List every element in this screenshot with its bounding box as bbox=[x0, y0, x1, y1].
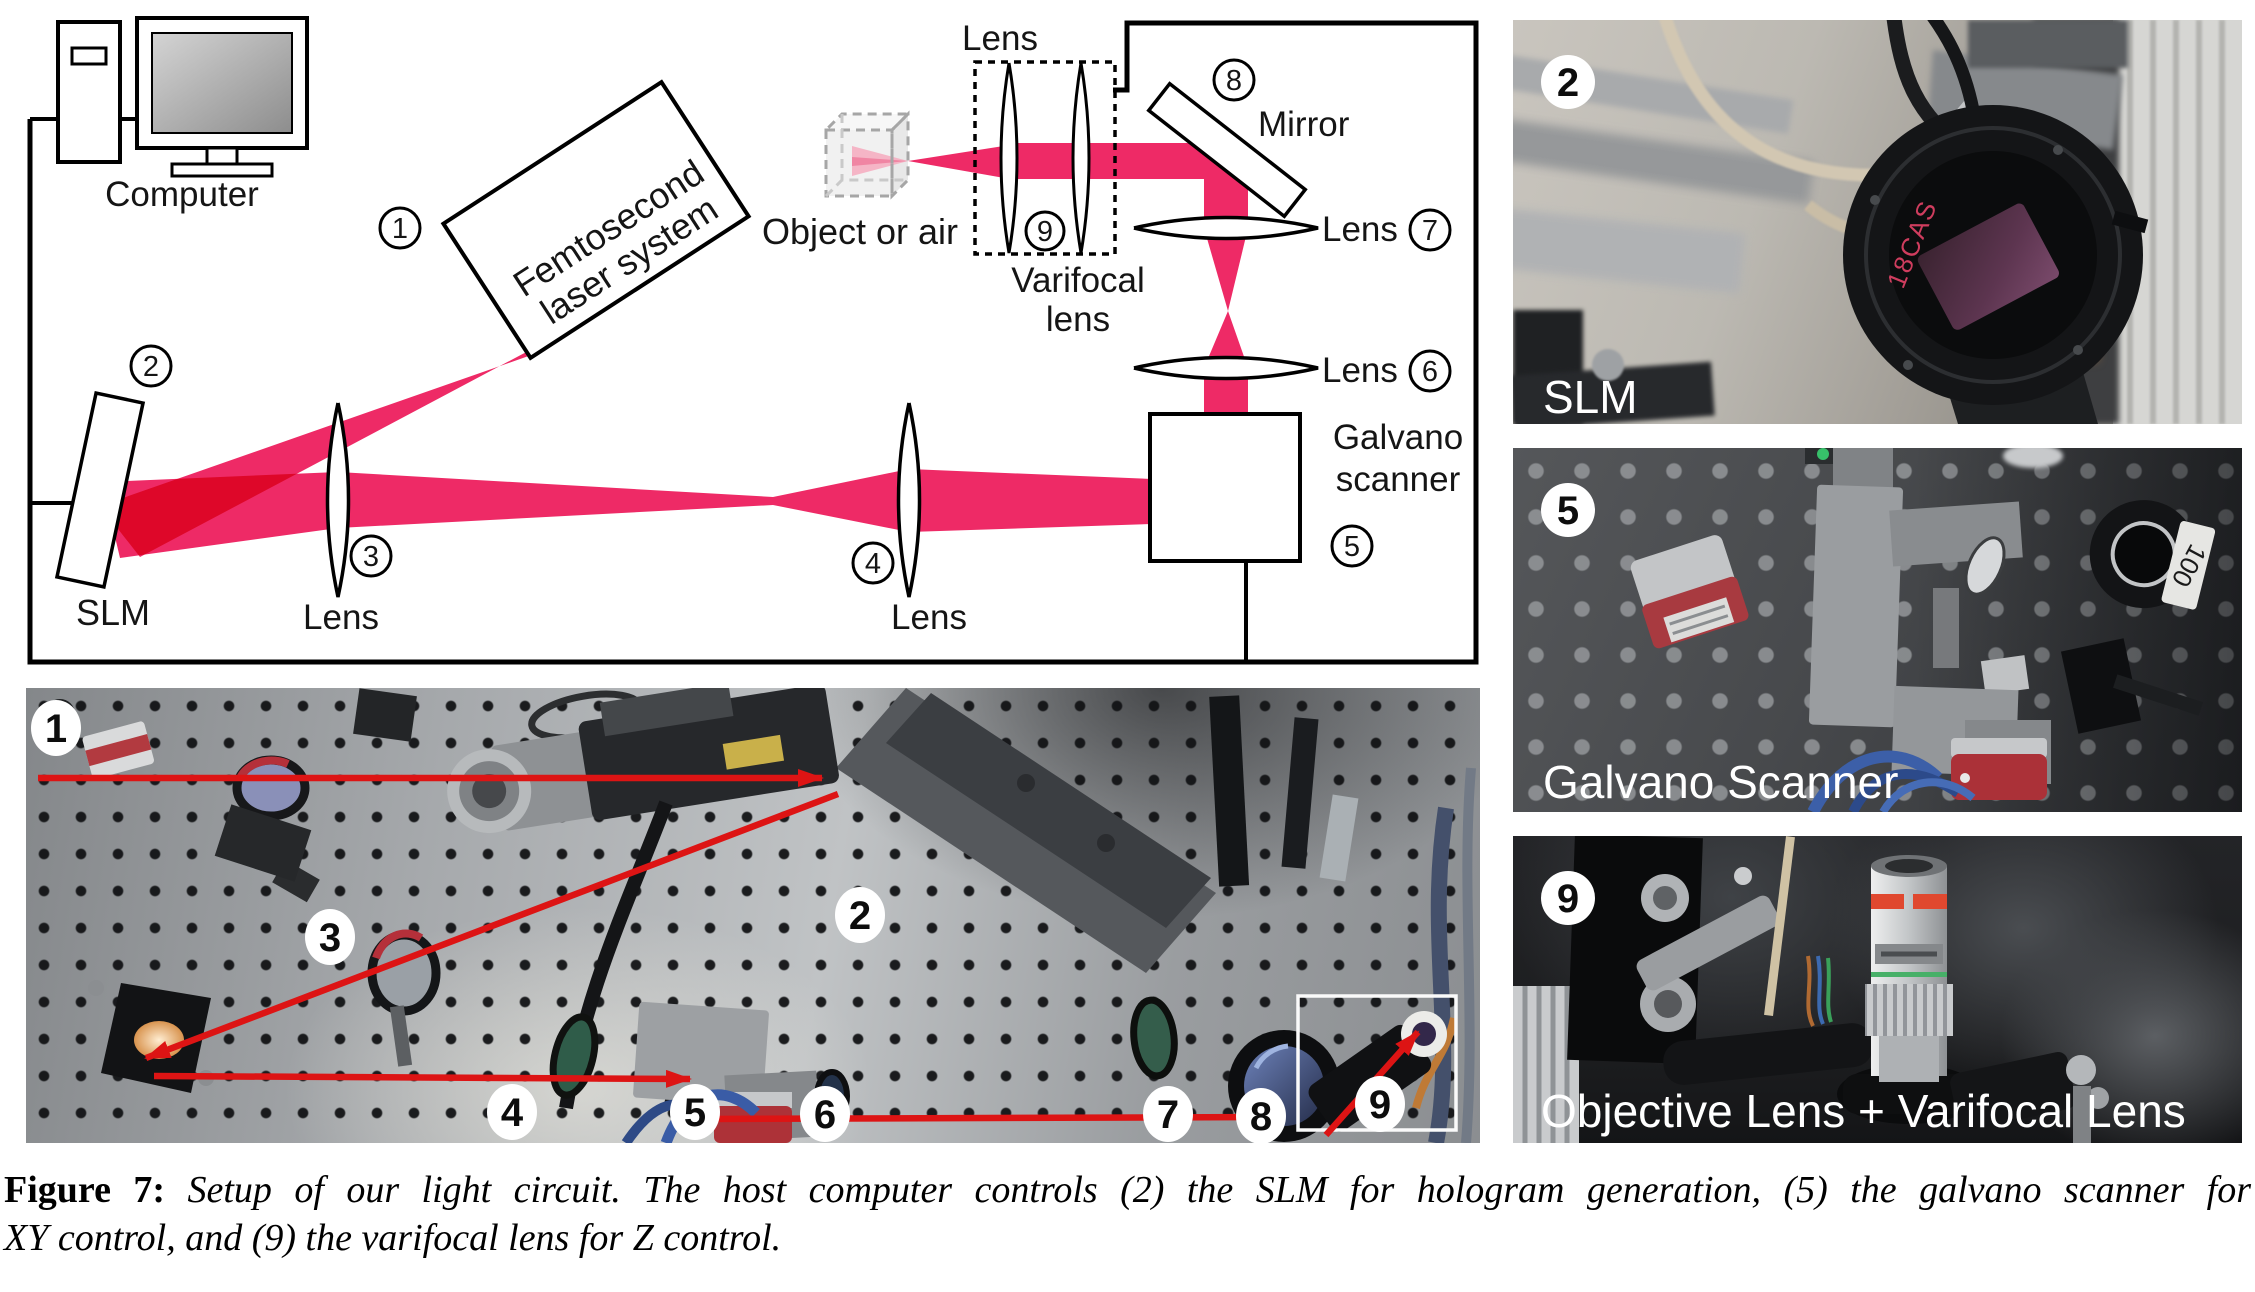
objective-photo-background bbox=[1513, 836, 1873, 1143]
lens-3 bbox=[325, 402, 351, 598]
caption-text-line1: Setup of our light circuit. The host com… bbox=[187, 1169, 2252, 1211]
table-slm-head bbox=[447, 688, 839, 834]
galvano-photo-badge-num: 5 bbox=[1557, 489, 1579, 533]
arrow-3 bbox=[153, 1069, 692, 1088]
caption-figure-label: Figure 7: bbox=[4, 1169, 166, 1211]
table-devices bbox=[45, 688, 1476, 1143]
objective-photo-label: Objective Lens + Varifocal Lens bbox=[1541, 1085, 2186, 1137]
femtosecond-laser-box: Femtosecond laser system bbox=[440, 79, 752, 361]
num-8: 8 bbox=[1226, 65, 1242, 97]
beam-slm-to-lens3 bbox=[102, 472, 338, 558]
num-1: 1 bbox=[392, 213, 408, 245]
slm-device bbox=[54, 390, 146, 590]
caption-text-line2: XY control, and (9) the varifocal lens f… bbox=[4, 1217, 782, 1259]
object-cube bbox=[822, 110, 1010, 200]
table-badge-9: 9 bbox=[1369, 1083, 1391, 1127]
mirror-device bbox=[1146, 81, 1308, 219]
table-badge-5: 5 bbox=[684, 1091, 706, 1135]
objective-photo-badge-num: 9 bbox=[1557, 877, 1579, 921]
computer-label: Computer bbox=[105, 175, 259, 214]
varifocal-label-line1: Varifocal bbox=[1011, 261, 1145, 300]
mirror-label: Mirror bbox=[1258, 105, 1350, 144]
objective-photo-device bbox=[1837, 855, 2109, 1143]
table-number-badges: 1 2 3 4 5 6 7 8 9 bbox=[31, 700, 1405, 1143]
galvano-scanner-box bbox=[1148, 412, 1302, 563]
lens-7 bbox=[1133, 215, 1319, 241]
lens6-label: Lens bbox=[1322, 351, 1398, 390]
beam-focus-lens7 bbox=[1204, 228, 1248, 311]
lens7-label: Lens bbox=[1322, 210, 1398, 249]
table-badge-2: 2 bbox=[849, 894, 871, 938]
num-7: 7 bbox=[1422, 215, 1438, 247]
galvano-photo: 100 5 Galvano Scanner bbox=[1513, 448, 2242, 812]
beam-varifocal-to-object bbox=[908, 145, 1010, 179]
table-badge-4: 4 bbox=[501, 1091, 524, 1135]
arrow-2 bbox=[144, 790, 840, 1062]
arrow-5 bbox=[701, 1108, 1282, 1127]
slm-photo: 18CAS 2 SLM bbox=[1513, 20, 2242, 424]
varifocal-dashed-box bbox=[973, 60, 1117, 256]
table-badge-1: 1 bbox=[45, 707, 67, 751]
light-circuit-schematic: Femtosecond laser system 1 2 3 bbox=[27, 16, 1479, 665]
objective-photo: 9 Objective Lens + Varifocal Lens bbox=[1513, 836, 2242, 1143]
optical-table-photo: 1 2 3 4 5 6 7 8 9 bbox=[26, 688, 1480, 1143]
beam-lens3-focus bbox=[338, 472, 773, 528]
beam-lens4-galvano bbox=[909, 469, 1152, 532]
num-5: 5 bbox=[1344, 531, 1360, 563]
galvano-photo-label: Galvano Scanner bbox=[1543, 756, 1898, 808]
galvano-label-line1: Galvano bbox=[1333, 418, 1463, 457]
beam-lens7-mirror-turn bbox=[1010, 143, 1248, 228]
computer-icon bbox=[56, 16, 309, 178]
num-9: 9 bbox=[1037, 216, 1053, 248]
varifocal-top-lens-label: Lens bbox=[962, 19, 1038, 58]
galvano-photo-device: 100 bbox=[1630, 448, 2216, 812]
galvano-photo-lens100: 100 bbox=[2089, 500, 2216, 610]
slm-photo-device: 18CAS bbox=[1843, 20, 2149, 424]
control-wires bbox=[27, 20, 1479, 665]
table-badge-8: 8 bbox=[1250, 1095, 1272, 1139]
galvano-photo-badge: 5 bbox=[1541, 483, 1595, 537]
num-2: 2 bbox=[143, 351, 159, 383]
beam-lens6-focus bbox=[1204, 311, 1248, 368]
slm-photo-label: SLM bbox=[1543, 371, 1638, 423]
table-badge-7: 7 bbox=[1157, 1093, 1179, 1137]
slm-photo-badge: 2 bbox=[1541, 55, 1595, 109]
table-badge-3: 3 bbox=[319, 916, 341, 960]
lens-6 bbox=[1133, 355, 1319, 381]
slm-label: SLM bbox=[76, 592, 150, 633]
galvano-label-line2: scanner bbox=[1336, 460, 1461, 499]
lens-4 bbox=[896, 402, 922, 598]
slm-photo-badge-num: 2 bbox=[1557, 61, 1579, 105]
lens4-label: Lens bbox=[891, 598, 967, 637]
varifocal-lens-a bbox=[999, 62, 1019, 254]
figure-caption: Figure 7: Setup of our light circuit. Th… bbox=[4, 1166, 2251, 1262]
varifocal-label-line2: lens bbox=[1046, 300, 1110, 339]
lens3-label: Lens bbox=[303, 598, 379, 637]
num-3: 3 bbox=[363, 541, 379, 573]
beam-focus-lens4 bbox=[773, 469, 909, 532]
objective-photo-badge: 9 bbox=[1541, 871, 1595, 925]
num-4: 4 bbox=[865, 548, 881, 580]
num-6: 6 bbox=[1422, 356, 1438, 388]
object-label: Object or air bbox=[762, 211, 958, 252]
varifocal-lens-b bbox=[1071, 62, 1091, 254]
caption-line-1: Figure 7: Setup of our light circuit. Th… bbox=[4, 1166, 2251, 1214]
table-badge-6: 6 bbox=[814, 1093, 836, 1137]
circled-numbers: 1 2 3 4 5 6 7 8 9 bbox=[129, 58, 1452, 585]
